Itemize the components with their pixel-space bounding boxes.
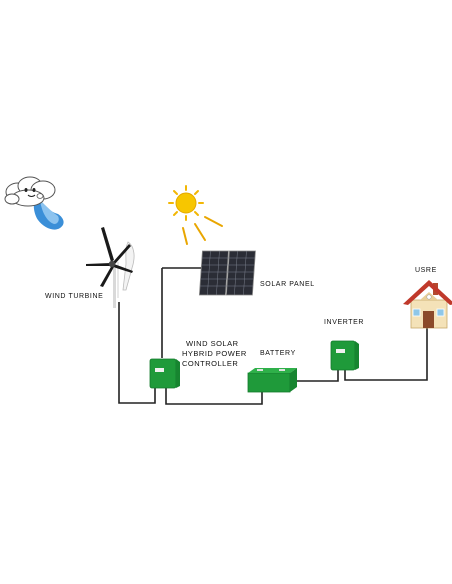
controller-label-line1: WIND SOLAR: [186, 339, 239, 348]
controller-label-line3: CONTROLLER: [182, 359, 239, 368]
wind-cloud-icon: [4, 176, 64, 230]
wire-turbine-controller: [118, 302, 156, 404]
user-label: USRE: [415, 267, 437, 274]
wind-turbine-label: WIND TURBINE: [45, 293, 104, 300]
inverter-label: INVERTER: [324, 319, 365, 326]
battery-icon: [247, 368, 297, 393]
controller-label-line2: HYBRID POWER: [182, 349, 247, 358]
wiring: [118, 267, 428, 405]
wind-turbine-icon: [86, 227, 135, 308]
battery-label: BATTERY: [260, 350, 296, 357]
sun-icon: [168, 185, 223, 245]
controller-box-icon: [149, 358, 180, 389]
house-icon: [403, 280, 452, 329]
inverter-box-icon: [330, 340, 359, 371]
wire-battery-inverter: [292, 370, 339, 382]
wire-controller-battery: [165, 388, 263, 405]
solar-panel-icon: [198, 250, 256, 296]
solar-panel-label: SOLAR PANEL: [260, 281, 315, 288]
wire-inverter-house: [344, 328, 428, 381]
